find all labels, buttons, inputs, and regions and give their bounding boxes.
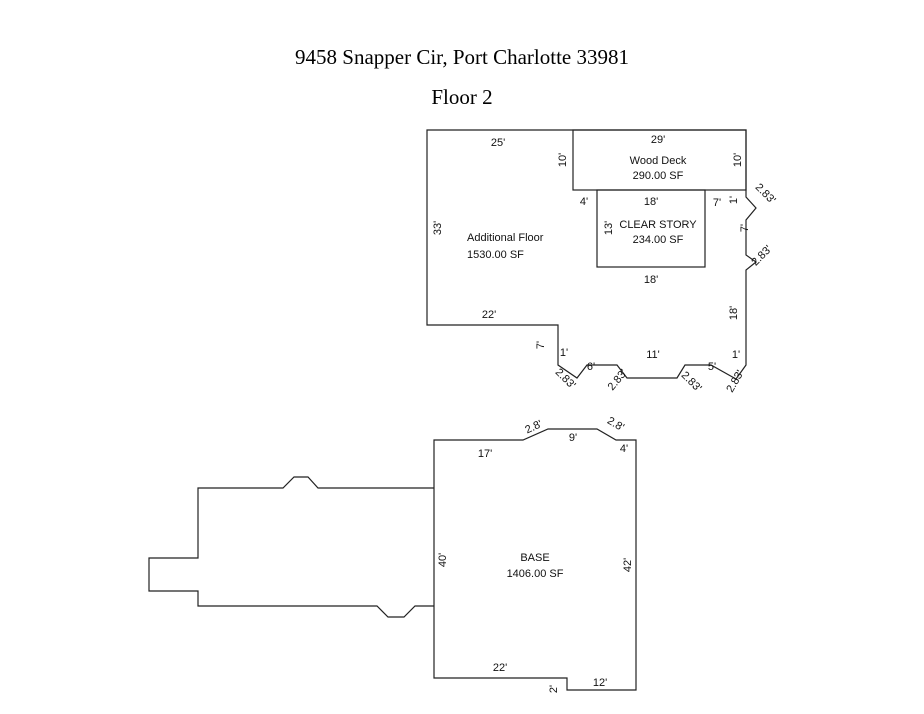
dim-label: 18'	[644, 196, 658, 208]
dim-label: 29'	[651, 134, 665, 146]
dim-label: 1'	[732, 349, 740, 361]
dim-label: 40'	[437, 553, 449, 567]
dim-label: 25'	[491, 137, 505, 149]
upper-structure: Wood Deck 290.00 SF CLEAR STORY 234.00 S…	[426, 129, 778, 395]
clear-story-size: 234.00 SF	[633, 234, 684, 246]
base-size: 1406.00 SF	[507, 568, 564, 580]
dim-label: 6'	[587, 361, 595, 373]
dim-label: 2.83'	[679, 369, 704, 394]
wood-deck-label: Wood Deck	[630, 155, 687, 167]
dim-label: 42'	[622, 558, 634, 572]
dim-label: 2.8'	[523, 418, 544, 436]
clear-story-label: CLEAR STORY	[619, 219, 697, 231]
dim-label: 5'	[708, 361, 716, 373]
dim-label: 2.8'	[605, 415, 626, 434]
dim-label: 2.83'	[553, 366, 578, 391]
dim-label: 7'	[535, 341, 547, 349]
dim-label: 2.83'	[724, 368, 746, 394]
dim-label: 18'	[644, 274, 658, 286]
dim-label: 18'	[728, 306, 740, 320]
dim-label: 33'	[432, 221, 444, 235]
dim-label: 4'	[620, 443, 628, 455]
lower-structure: BASE 1406.00 SF 2.8' 9' 2.8' 17' 4' 40' …	[148, 415, 637, 693]
address-title: 9458 Snapper Cir, Port Charlotte 33981	[295, 45, 629, 69]
dim-label: 2'	[548, 685, 560, 693]
floor-label: Floor 2	[431, 85, 492, 109]
dim-label: 7'	[713, 197, 721, 209]
dim-label: 10'	[732, 153, 744, 167]
dim-label: 17'	[478, 448, 492, 460]
dim-label: 2.83'	[753, 181, 778, 206]
clear-story-outline	[596, 189, 706, 268]
dim-label: 10'	[557, 153, 569, 167]
dim-label: 22'	[493, 662, 507, 674]
base-outline	[433, 428, 637, 691]
attached-structure-outline	[148, 476, 434, 618]
additional-floor-outline	[426, 129, 758, 380]
dim-label: 1'	[560, 347, 568, 359]
additional-floor-size: 1530.00 SF	[467, 249, 524, 261]
dim-label: 2.83'	[749, 243, 774, 268]
dim-label: 12'	[593, 677, 607, 689]
base-label: BASE	[520, 552, 549, 564]
dim-label: 4'	[580, 196, 588, 208]
wood-deck-size: 290.00 SF	[633, 170, 684, 182]
dim-label: 1'	[728, 196, 740, 204]
dim-label: 2.83'	[606, 367, 630, 393]
dim-label: 13'	[603, 221, 615, 235]
additional-floor-label: Additional Floor	[467, 232, 544, 244]
dim-label: 22'	[482, 309, 496, 321]
dim-label: 9'	[569, 432, 577, 444]
dim-label: 7'	[739, 224, 751, 232]
dim-label: 11'	[646, 349, 660, 361]
